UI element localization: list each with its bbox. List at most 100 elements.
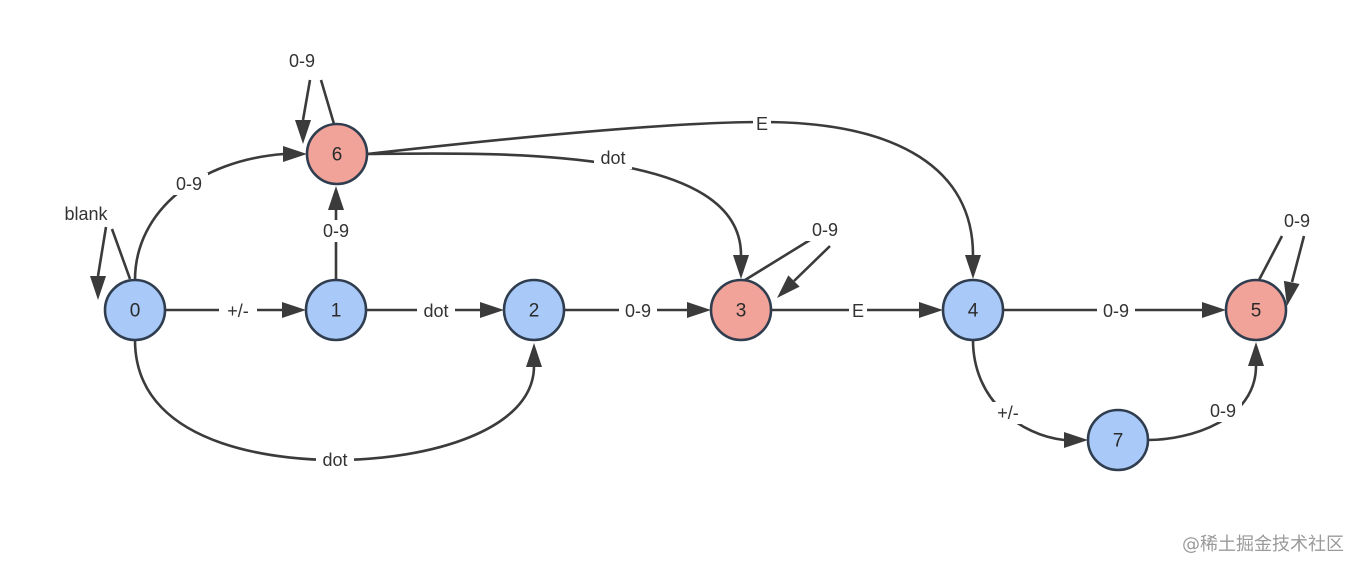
edge-label-1-6: 0-9	[317, 220, 355, 242]
edge-line	[133, 152, 285, 281]
edge-label-7-5: 0-9	[1204, 400, 1242, 422]
edge-label-1-2: dot	[417, 300, 455, 322]
accept-state-circle	[1224, 278, 1288, 342]
edge-label-0-1: +/-	[219, 300, 257, 322]
edge-line	[971, 339, 1065, 442]
edge-label-bg	[1097, 300, 1135, 322]
state-node-6: 6	[305, 122, 369, 186]
arrow-head	[733, 255, 749, 279]
edge-label-bg	[806, 219, 844, 241]
arrow-head	[328, 186, 344, 210]
edge-line	[301, 79, 336, 125]
edge-label: +/-	[997, 403, 1019, 423]
edge-6-3	[366, 152, 749, 279]
arrow-head	[965, 255, 981, 279]
edge-label-bg	[753, 113, 771, 135]
accept-state-circle	[305, 122, 369, 186]
edge-label-bg	[1204, 400, 1242, 422]
edge-line	[96, 226, 132, 280]
edge-6-6	[295, 79, 336, 144]
edge-label-bg	[1278, 210, 1316, 232]
edge-label-6-4: E	[753, 113, 771, 135]
state-node-7: 7	[1086, 408, 1150, 472]
state-label: 7	[1113, 431, 1124, 452]
state-node-0: 0	[103, 278, 167, 342]
edge-label: E	[756, 114, 768, 134]
edge-label-3-4: E	[849, 300, 867, 322]
edge-line	[133, 339, 536, 462]
state-label: 0	[130, 301, 141, 322]
state-label: 5	[1251, 301, 1262, 322]
arrow-head	[295, 120, 311, 144]
edge-3-4	[771, 302, 943, 318]
edge-label-2-3: 0-9	[619, 300, 657, 322]
edge-0-2	[133, 339, 542, 462]
edge-label-3-3: 0-9	[806, 219, 844, 241]
edge-label: 0-9	[1284, 211, 1310, 231]
state-node-2: 2	[502, 278, 566, 342]
arrow-head	[480, 302, 504, 318]
edge-label-0-0: blank	[57, 203, 115, 225]
arrow-head	[777, 275, 800, 298]
edge-line	[366, 152, 743, 256]
edge-label-bg	[989, 402, 1027, 424]
edge-label: +/-	[227, 301, 249, 321]
arrow-head	[283, 146, 307, 162]
arrow-head	[919, 302, 943, 318]
arrow-head	[687, 302, 711, 318]
edge-label-0-2: dot	[316, 449, 354, 471]
accept-state-circle	[709, 278, 773, 342]
state-label: 6	[332, 145, 343, 166]
arrow-head	[1064, 432, 1088, 448]
state-circle	[304, 278, 368, 342]
arrow-head	[1202, 302, 1226, 318]
edge-label: 0-9	[625, 301, 651, 321]
edge-7-5	[1147, 342, 1264, 442]
arrow-head	[1248, 342, 1264, 366]
edge-3-3	[744, 238, 831, 298]
state-node-3: 3	[709, 278, 773, 342]
edge-label-bg	[57, 203, 115, 225]
edge-label-bg	[849, 300, 867, 322]
edge-label: 0-9	[176, 174, 202, 194]
edge-label-bg	[283, 50, 321, 72]
edge-label-bg	[619, 300, 657, 322]
edge-label-bg	[317, 220, 355, 242]
state-circle	[103, 278, 167, 342]
edge-label-4-7: +/-	[989, 402, 1027, 424]
arrow-head	[526, 343, 542, 367]
state-label: 2	[529, 301, 540, 322]
edge-label: 0-9	[323, 221, 349, 241]
nodes-layer: 0 1 2 3 4 5 6 7	[103, 122, 1288, 472]
edge-label: 0-9	[1103, 301, 1129, 321]
edge-5-5	[1257, 235, 1306, 306]
edge-label: dot	[423, 301, 448, 321]
state-node-5: 5	[1224, 278, 1288, 342]
edge-label-6-3: dot	[594, 147, 632, 169]
edge-4-7	[971, 339, 1088, 448]
edge-label-bg	[170, 173, 208, 195]
edge-line	[1257, 235, 1306, 283]
edge-6-4	[366, 120, 981, 279]
edge-label: 0-9	[1210, 401, 1236, 421]
state-node-1: 1	[304, 278, 368, 342]
edge-label-bg	[594, 147, 632, 169]
state-label: 3	[736, 301, 747, 322]
edge-line	[744, 238, 831, 282]
edge-label: dot	[600, 148, 625, 168]
edge-line	[366, 120, 975, 256]
arrow-head	[90, 276, 106, 300]
state-circle	[941, 278, 1005, 342]
edge-line	[1147, 365, 1258, 442]
edge-label-bg	[417, 300, 455, 322]
arrow-head	[1283, 280, 1300, 306]
edge-0-6	[133, 146, 307, 281]
edge-label-0-6: 0-9	[170, 173, 208, 195]
edge-label: blank	[64, 204, 108, 224]
state-circle	[502, 278, 566, 342]
edge-label-bg	[316, 449, 354, 471]
state-label: 4	[968, 301, 979, 322]
edge-label-6-6: 0-9	[283, 50, 321, 72]
